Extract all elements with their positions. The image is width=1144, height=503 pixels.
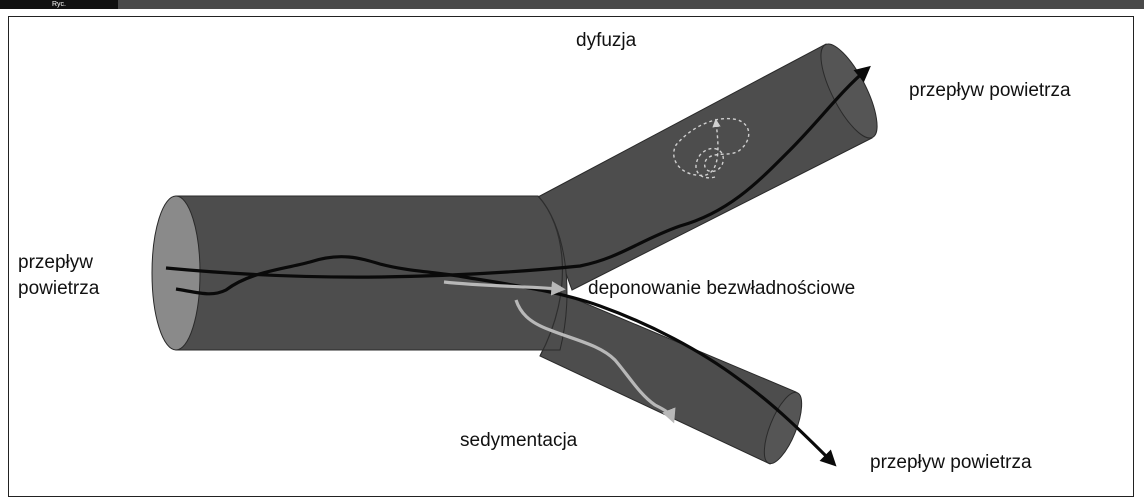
lower-branch-tube bbox=[540, 296, 809, 468]
sedimentation-label: sedymentacja bbox=[460, 430, 577, 452]
upper-branch-tube bbox=[538, 37, 888, 290]
airflow-bottom-right-label: przepływ powietrza bbox=[870, 452, 1032, 474]
inertial-deposition-label: deponowanie bezwładnościowe bbox=[588, 278, 855, 300]
airflow-left-label-line1: przepływ bbox=[18, 252, 93, 274]
airflow-top-right-label: przepływ powietrza bbox=[909, 80, 1071, 102]
airflow-left-label-line2: powietrza bbox=[18, 278, 99, 300]
diffusion-label: dyfuzja bbox=[576, 30, 636, 52]
